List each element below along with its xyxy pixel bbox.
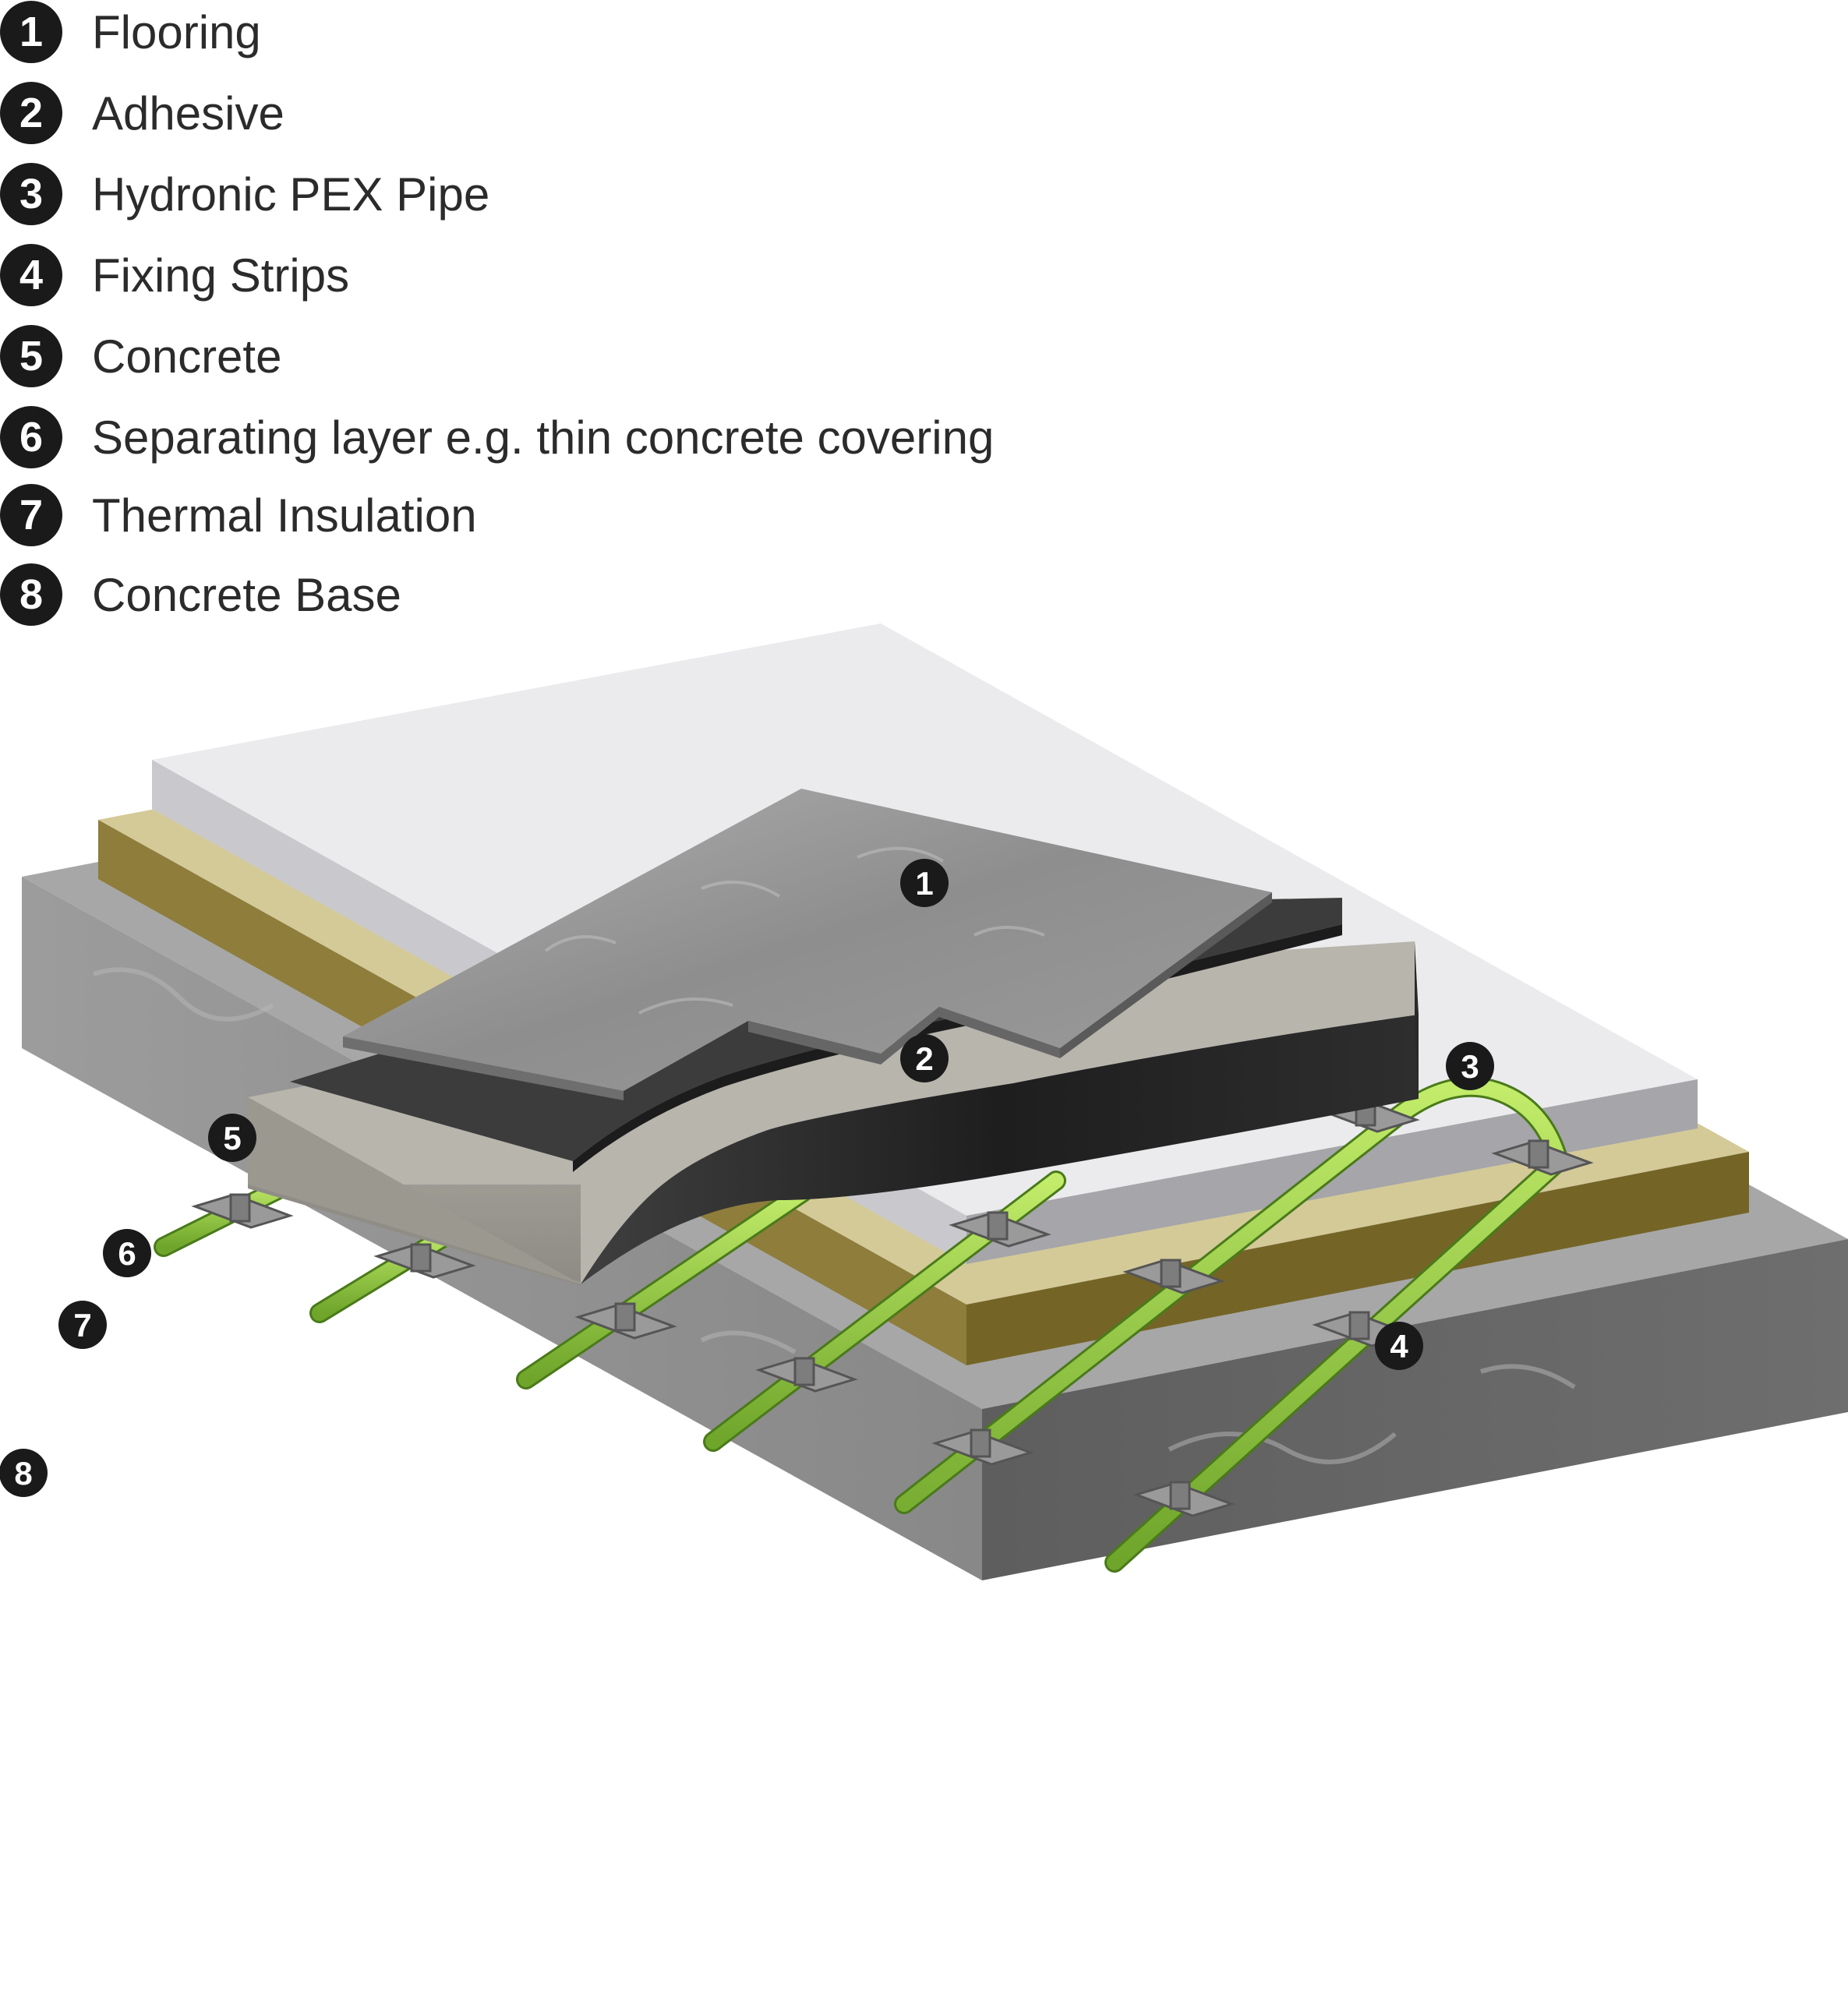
legend-label-concrete-base: Concrete Base [92, 568, 401, 621]
callout-2: 2 [900, 1034, 949, 1082]
fixing-strips [191, 1097, 1594, 1517]
adhesive-edge [573, 924, 1342, 1172]
svg-text:3: 3 [1461, 1048, 1479, 1085]
badge-7: 7 [0, 484, 62, 546]
flooring-right-edge [1060, 892, 1272, 1058]
concrete-right-face [1415, 941, 1419, 1099]
flooring-top-face [343, 789, 1272, 1091]
callout-5: 5 [208, 1114, 256, 1162]
pipe-run-3 [516, 1182, 813, 1389]
legend-label-flooring: Flooring [92, 5, 261, 58]
legend-label-concrete: Concrete [92, 330, 282, 383]
fixing-strip-clip [191, 1193, 294, 1229]
diagram-callouts: 1 2 3 4 5 6 7 8 [0, 859, 1494, 1497]
badge-4: 4 [0, 244, 62, 306]
legend-item-fixing-strips: 4 Fixing Strips [0, 243, 349, 307]
svg-text:6: 6 [118, 1235, 136, 1272]
legend-item-adhesive: 2 Adhesive [0, 81, 284, 145]
callout-6: 6 [103, 1229, 151, 1277]
callout-1: 1 [900, 859, 949, 907]
concrete-slab-front-rect [248, 1097, 581, 1284]
svg-text:5: 5 [223, 1120, 241, 1156]
svg-text:4: 4 [1390, 1328, 1408, 1365]
pipe-run-5-loop [894, 1076, 1571, 1573]
svg-text:8: 8 [14, 1455, 32, 1492]
flooring-front-edge [343, 1036, 624, 1100]
legend-item-pex-pipe: 3 Hydronic PEX Pipe [0, 162, 489, 226]
fixing-strip-clip [1132, 1481, 1235, 1517]
badge-5: 5 [0, 325, 62, 387]
callout-4: 4 [1375, 1322, 1423, 1370]
legend-item-concrete: 5 Concrete [0, 324, 281, 388]
badge-3: 3 [0, 163, 62, 225]
flooring-notch-edge [748, 1007, 1060, 1065]
badge-6: 6 [0, 406, 62, 468]
legend-label-separating-layer: Separating layer e.g. thin concrete cove… [92, 411, 995, 464]
flooring-layer [343, 789, 1272, 1100]
pipe-run-2 [309, 1220, 466, 1323]
legend-item-concrete-base: 8 Concrete Base [0, 563, 401, 627]
badge-1: 1 [0, 1, 62, 63]
fixing-strip-clip [1122, 1259, 1225, 1294]
fixing-strip-clip [755, 1357, 858, 1393]
legend-label-thermal-insulation: Thermal Insulation [92, 489, 477, 542]
badge-2: 2 [0, 82, 62, 144]
fixing-strip-clip [373, 1243, 476, 1279]
badge-8: 8 [0, 563, 62, 626]
svg-text:7: 7 [73, 1307, 91, 1344]
fixing-strip-clip [931, 1428, 1034, 1466]
legend-item-thermal-insulation: 7 Thermal Insulation [0, 483, 477, 547]
svg-text:1: 1 [915, 865, 933, 902]
legend-label-fixing-strips: Fixing Strips [92, 249, 350, 302]
callout-7: 7 [58, 1301, 107, 1349]
flooring-texture [544, 846, 1045, 1015]
fixing-strip-clip [949, 1211, 1051, 1248]
svg-text:2: 2 [915, 1040, 933, 1077]
legend-item-separating-layer: 6 Separating layer e.g. thin concrete co… [0, 405, 994, 469]
callout-3: 3 [1446, 1042, 1494, 1090]
legend-label-pex-pipe: Hydronic PEX Pipe [92, 168, 490, 221]
callout-8: 8 [0, 1449, 48, 1497]
concrete-curved-face [581, 1015, 1419, 1284]
fixing-strip-clip [1491, 1139, 1594, 1176]
legend-label-adhesive: Adhesive [92, 87, 284, 139]
fixing-strip-clip [574, 1302, 677, 1340]
legend-item-flooring: 1 Flooring [0, 0, 261, 64]
